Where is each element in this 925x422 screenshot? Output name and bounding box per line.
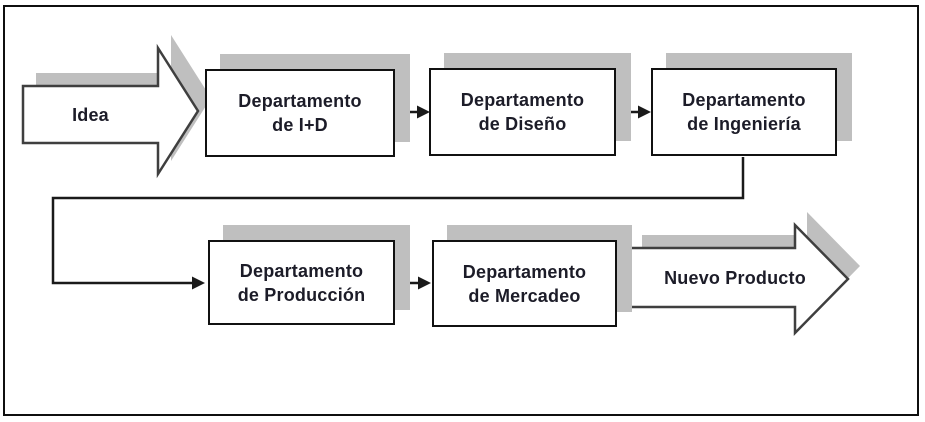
flow-arrow-3-head	[418, 276, 431, 290]
process-box-produccion: Departamento de Producción	[208, 240, 395, 325]
feedback-connector-arrowhead	[192, 276, 205, 290]
flow-arrow-1-head	[417, 105, 430, 119]
flow-arrow-2-head	[638, 105, 651, 119]
nuevo-producto-arrow-shape	[628, 221, 850, 337]
process-box-label: Departamento de Producción	[237, 260, 366, 305]
process-box-label: Departamento de Diseño	[460, 90, 585, 134]
feedback-connector-line	[51, 157, 745, 285]
idea-arrow-shape	[21, 43, 200, 179]
process-box-label: Departamento de Mercadeo	[462, 261, 587, 306]
process-box-ingenieria: Departamento de Ingeniería	[651, 68, 837, 156]
process-box-mercadeo: Departamento de Mercadeo	[432, 240, 617, 327]
process-box-diseno: Departamento de Diseño	[429, 68, 616, 156]
process-box-i-d: Departamento de I+D	[205, 69, 395, 157]
process-box-label: Departamento de Ingeniería	[682, 90, 806, 134]
process-box-label: Departamento de I+D	[238, 91, 362, 135]
